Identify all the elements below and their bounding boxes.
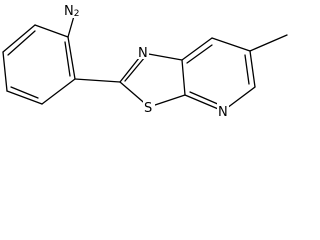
sulfur-label: S — [144, 101, 152, 116]
bond-c4-c5 — [211, 37, 251, 52]
amine-hydrogen-count: 2 — [74, 9, 80, 19]
bond-c3a-c4-double — [186, 44, 213, 64]
bond-benzene-c1-c2 — [67, 36, 76, 80]
pyridine-ring — [181, 37, 256, 112]
bond-benzene-c3-c4 — [6, 90, 43, 105]
bond-methyl — [249, 34, 288, 52]
bond-n7-c7a-double — [189, 91, 221, 106]
bond-c3a-c7a — [181, 59, 186, 96]
svg-text:N2: N2 — [64, 4, 79, 19]
bond-c5-c6 — [249, 50, 256, 88]
atom-pyridine-nitrogen: N — [217, 102, 229, 120]
bond-c2-n3-double — [124, 56, 146, 82]
chemical-structure-diagram: N2 N S N — [2, 2, 288, 120]
bond-c1-amine — [67, 15, 75, 38]
bond-c5-c6-double — [244, 54, 250, 85]
bond-benzene-inner-2 — [10, 86, 39, 99]
bond-benzene-inner-3 — [7, 30, 36, 56]
bond-benzene-c5-c6 — [2, 24, 36, 53]
bond-benzene-c2-c3 — [41, 78, 76, 105]
bond-benzene-c4-c5 — [2, 51, 8, 92]
bond-n3-c3a — [142, 52, 183, 61]
atom-sulfur: S — [143, 98, 155, 116]
amine-nitrogen-label: N — [64, 4, 74, 19]
pyridine-nitrogen-label: N — [218, 105, 228, 120]
benzene-ring — [2, 24, 76, 105]
bond-n7-c7a — [184, 94, 224, 112]
bond-benzene-thiazole — [74, 78, 121, 83]
thiazole-ring — [119, 52, 186, 108]
thiazole-nitrogen-label: N — [138, 46, 148, 61]
bond-benzene-inner-1 — [64, 41, 71, 77]
bond-benzene-c6-c1 — [34, 24, 69, 38]
bond-c3a-c4 — [181, 37, 213, 61]
atom-amine: N2 — [62, 2, 88, 19]
atom-thiazole-nitrogen: N — [137, 44, 149, 61]
